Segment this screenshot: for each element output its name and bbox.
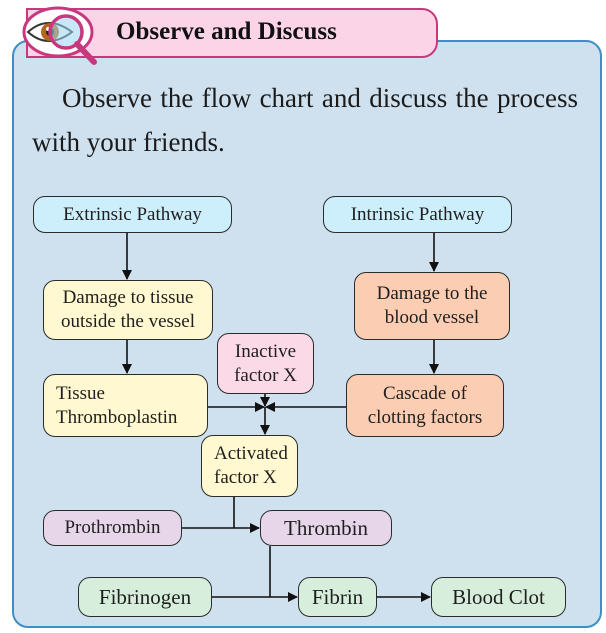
node-intrinsic-pathway: Intrinsic Pathway xyxy=(323,196,512,233)
section-header: Observe and Discuss xyxy=(26,8,438,58)
section-title: Observe and Discuss xyxy=(116,18,337,45)
node-prothrombin: Prothrombin xyxy=(43,510,182,546)
node-fibrinogen: Fibrinogen xyxy=(78,577,212,617)
intro-text: Observe the flow chart and discuss the p… xyxy=(32,83,578,157)
node-fibrin: Fibrin xyxy=(298,577,377,617)
eye-magnifier-icon xyxy=(22,6,97,65)
node-thrombin: Thrombin xyxy=(260,510,392,546)
node-extrinsic-pathway: Extrinsic Pathway xyxy=(33,196,232,233)
node-blood-clot: Blood Clot xyxy=(431,577,566,617)
